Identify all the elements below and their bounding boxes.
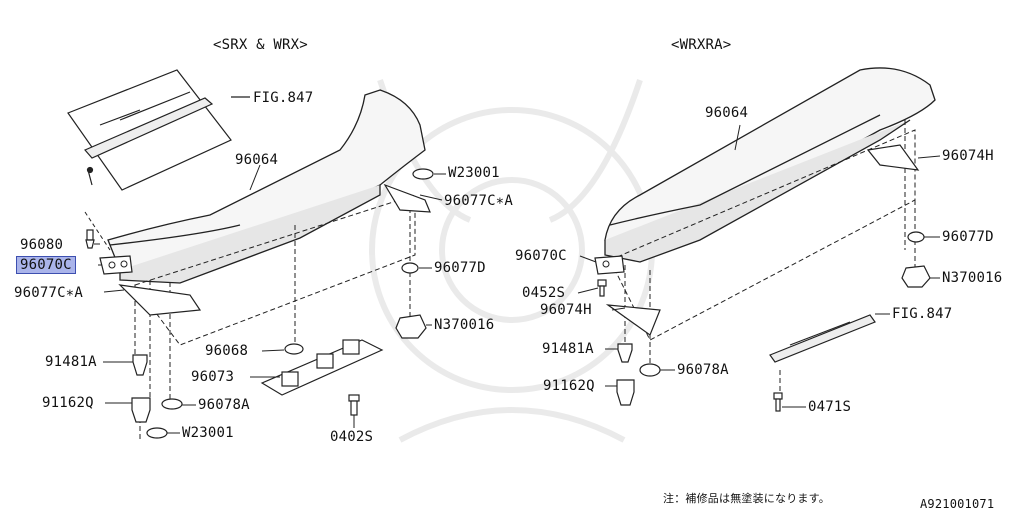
- part-n370016-left[interactable]: N370016: [434, 317, 495, 333]
- diagram-reference: A921001071: [920, 497, 995, 511]
- heading-left: <SRX & WRX>: [213, 37, 308, 53]
- part-91162q-left[interactable]: 91162Q: [42, 395, 94, 411]
- part-96074h-bottom[interactable]: 96074H: [540, 302, 592, 318]
- part-0471s[interactable]: 0471S: [808, 399, 852, 415]
- part-0402s[interactable]: 0402S: [330, 429, 374, 445]
- part-96064-left[interactable]: 96064: [235, 152, 279, 168]
- part-96073[interactable]: 96073: [191, 369, 235, 385]
- spoiler-body-right: [604, 67, 936, 263]
- spoiler-body-left: [107, 89, 426, 284]
- part-w23001-bottom[interactable]: W23001: [182, 425, 234, 441]
- part-96077ca-left[interactable]: 96077C∗A: [14, 285, 84, 301]
- part-fig847-top[interactable]: FIG.847: [253, 90, 314, 106]
- part-91481a-right[interactable]: 91481A: [542, 341, 594, 357]
- part-0452s[interactable]: 0452S: [522, 285, 566, 301]
- footer-note: 注：補修品は無塗装になります。: [663, 492, 830, 505]
- fig847-inset-left: [67, 69, 250, 191]
- part-96064-right[interactable]: 96064: [705, 105, 749, 121]
- part-96077d-left[interactable]: 96077D: [434, 260, 486, 276]
- part-fig847-right[interactable]: FIG.847: [892, 306, 953, 322]
- part-96068[interactable]: 96068: [205, 343, 249, 359]
- part-w23001-top[interactable]: W23001: [448, 165, 500, 181]
- part-96078a-right[interactable]: 96078A: [677, 362, 729, 378]
- part-96070c-right[interactable]: 96070C: [515, 248, 567, 264]
- part-91481a-left[interactable]: 91481A: [45, 354, 97, 370]
- part-n370016-right[interactable]: N370016: [942, 270, 1003, 286]
- part-96078a-left[interactable]: 96078A: [198, 397, 250, 413]
- part-96077ca-right[interactable]: 96077C∗A: [444, 193, 514, 209]
- part-96080[interactable]: 96080: [20, 237, 64, 253]
- part-96074h-top[interactable]: 96074H: [942, 148, 994, 164]
- part-91162q-right[interactable]: 91162Q: [543, 378, 595, 394]
- part-96070c-left[interactable]: 96070C: [16, 256, 76, 274]
- heading-right: <WRXRA>: [671, 37, 732, 53]
- part-96077d-right[interactable]: 96077D: [942, 229, 994, 245]
